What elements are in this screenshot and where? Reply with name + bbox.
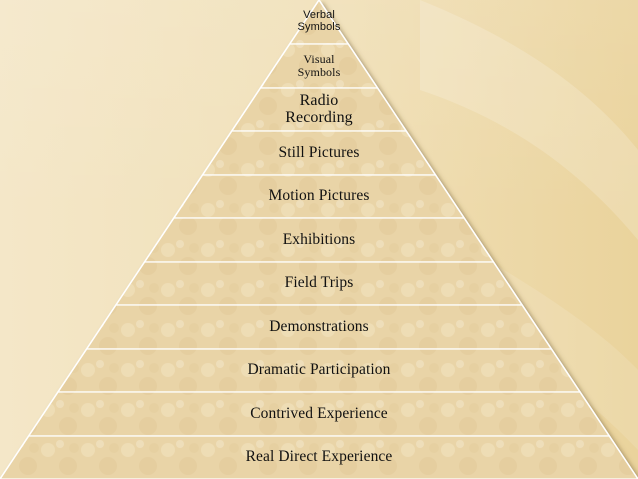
- pyramid-tier-label: Radio Recording: [285, 91, 353, 126]
- pyramid-tier-label: Still Pictures: [278, 143, 360, 161]
- pyramid-tier-label: Dramatic Participation: [247, 361, 391, 379]
- pyramid-tier-label: Verbal Symbols: [297, 9, 341, 33]
- pyramid-tier-label: Demonstrations: [269, 317, 369, 335]
- pyramid-tier-label: Visual Symbols: [297, 52, 341, 79]
- pyramid-tier-label: Field Trips: [284, 274, 354, 292]
- pyramid-tier-label: Real Direct Experience: [245, 448, 393, 466]
- pyramid-tier-label: Exhibitions: [282, 230, 356, 248]
- pyramid-tier-label: Motion Pictures: [268, 187, 370, 205]
- pyramid-tier-label: Contrived Experience: [250, 404, 388, 422]
